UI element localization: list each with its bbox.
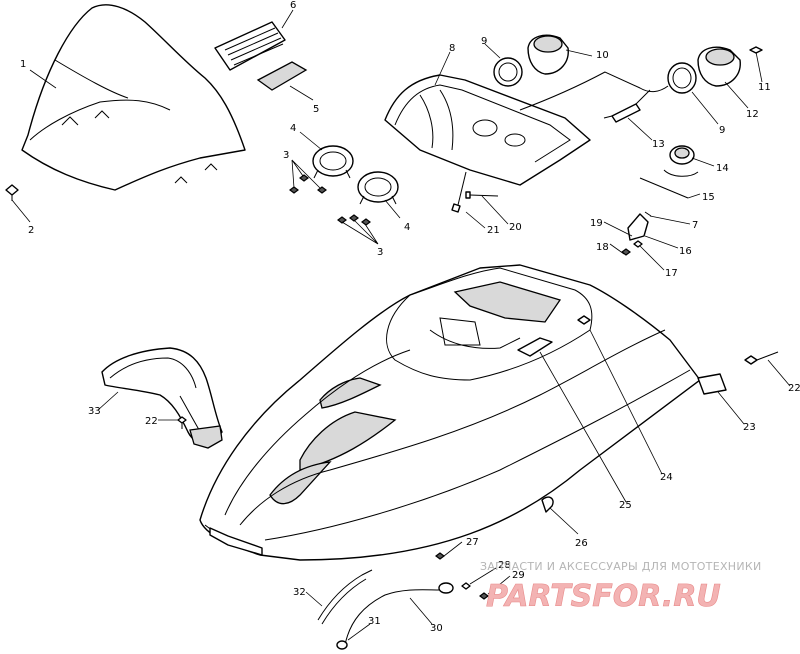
bracket-16 xyxy=(627,211,652,241)
callout-13: 13 xyxy=(652,139,665,150)
callout-25: 25 xyxy=(619,500,632,511)
windshield xyxy=(21,4,246,191)
callout-3-lower: 3 xyxy=(377,247,383,258)
watermark-logo: PARTSFOR.RU xyxy=(486,579,721,614)
side-bracket-23 xyxy=(697,373,727,395)
callout-4-upper: 4 xyxy=(290,123,296,134)
small-screw-11 xyxy=(749,46,763,54)
callout-21: 21 xyxy=(487,225,500,236)
callout-26: 26 xyxy=(575,538,588,549)
callout-4-lower: 4 xyxy=(404,222,410,233)
callout-numbers: 1 2 3 4 5 6 8 9 10 11 12 9 13 14 15 7 16… xyxy=(20,0,800,634)
speedometer-gauge xyxy=(527,34,569,75)
rod-15 xyxy=(639,177,689,199)
hood xyxy=(199,264,701,561)
indicator-lamp xyxy=(663,145,699,177)
callout-31: 31 xyxy=(368,616,381,627)
callout-19: 19 xyxy=(590,218,603,229)
harness-cable xyxy=(519,71,669,111)
callout-10: 10 xyxy=(596,50,609,61)
callout-11: 11 xyxy=(758,82,771,93)
bolt-20 xyxy=(465,191,499,199)
gauge-ring-right xyxy=(667,62,697,94)
callout-33: 33 xyxy=(88,406,101,417)
callout-27: 27 xyxy=(466,537,479,548)
callout-22-right: 22 xyxy=(788,383,800,394)
cable-end-31 xyxy=(336,640,348,650)
callout-22-left: 22 xyxy=(145,416,158,427)
callout-16: 16 xyxy=(679,246,692,257)
callout-14: 14 xyxy=(716,163,729,174)
callout-5: 5 xyxy=(313,104,319,115)
callout-12: 12 xyxy=(746,109,759,120)
duct-screw-22 xyxy=(177,416,187,429)
nut-28 xyxy=(461,582,471,590)
headlight-ring-upper xyxy=(312,145,354,179)
screw-17 xyxy=(633,240,643,248)
leader-lines xyxy=(11,9,791,641)
cable-30 xyxy=(344,582,454,646)
switch-13 xyxy=(603,89,651,123)
screw-18 xyxy=(621,248,631,256)
windshield-screw xyxy=(5,184,19,201)
callout-23: 23 xyxy=(743,422,756,433)
callout-29: 29 xyxy=(512,570,525,581)
nut-27 xyxy=(435,552,445,560)
nut-29 xyxy=(479,592,489,600)
callout-6: 6 xyxy=(290,0,296,11)
callout-2: 2 xyxy=(28,225,34,236)
callout-20: 20 xyxy=(509,222,522,233)
callout-17: 17 xyxy=(665,268,678,279)
bolt-21 xyxy=(451,171,467,213)
clip-26 xyxy=(541,496,554,513)
watermark-caption: ЗАПЧАСТИ И АКСЕССУАРЫ ДЛЯ МОТОТЕХНИКИ xyxy=(480,560,762,573)
callout-9-right: 9 xyxy=(719,125,725,136)
callout-8: 8 xyxy=(449,43,455,54)
headlight-ring-lower xyxy=(357,171,399,205)
dash-panel xyxy=(384,74,591,186)
callout-9-left: 9 xyxy=(481,36,487,47)
air-duct xyxy=(101,347,223,449)
vent-cover xyxy=(256,61,308,91)
side-screw-22 xyxy=(744,351,779,365)
callout-28: 28 xyxy=(498,560,511,571)
callout-1: 1 xyxy=(20,59,26,70)
hardware-nuts xyxy=(289,174,371,226)
callout-3-upper: 3 xyxy=(283,150,289,161)
watermark: ЗАПЧАСТИ И АКСЕССУАРЫ ДЛЯ МОТОТЕХНИКИ PA… xyxy=(480,560,762,614)
callout-30: 30 xyxy=(430,623,443,634)
callout-15: 15 xyxy=(702,192,715,203)
callout-18: 18 xyxy=(596,242,609,253)
callout-32: 32 xyxy=(293,587,306,598)
cable-32 xyxy=(317,569,373,625)
tachometer-gauge xyxy=(697,46,741,87)
callout-7: 7 xyxy=(692,220,698,231)
callout-24: 24 xyxy=(660,472,673,483)
vent-grille xyxy=(214,21,286,71)
gauge-ring-left xyxy=(493,57,523,87)
